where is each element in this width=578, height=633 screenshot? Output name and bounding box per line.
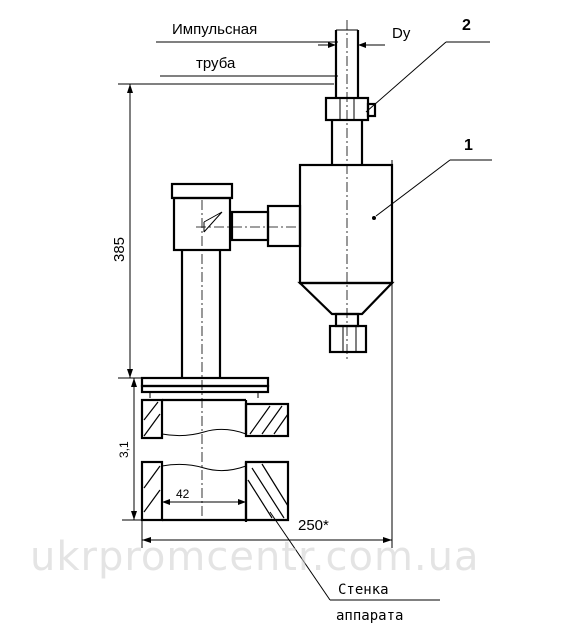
- dy-dimension: Dy: [318, 25, 411, 48]
- neck: [330, 120, 364, 165]
- dim-250: 250*: [141, 160, 393, 548]
- wall-section-upper: [140, 398, 290, 440]
- vertical-stem: [180, 250, 222, 378]
- horizontal-branch: [230, 204, 302, 248]
- dim-385: 385: [111, 83, 334, 379]
- wall-label-bottom: аппарата: [336, 608, 403, 624]
- dim-42-label: 42: [176, 487, 190, 501]
- wall-label: Стенка аппарата: [269, 511, 440, 624]
- watermark: ukrpromcentr.com.ua: [30, 534, 480, 580]
- vessel-body: [297, 163, 395, 354]
- impulse-line-label: Импульсная труба: [156, 21, 338, 77]
- dim-3-1-label: 3,1: [117, 441, 131, 458]
- callout-2: 2: [365, 17, 490, 113]
- wall-section-lower: [140, 460, 290, 522]
- dim-3-1: 3,1: [117, 378, 142, 521]
- flange: [140, 376, 270, 398]
- hex-nut: [324, 96, 377, 122]
- dim-250-label: 250*: [298, 517, 329, 534]
- callout-1: 1: [372, 137, 492, 220]
- dy-label: Dy: [392, 25, 411, 42]
- impulse-label-top: Импульсная: [172, 21, 257, 38]
- callout-1-label: 1: [464, 137, 473, 154]
- callout-2-label: 2: [462, 17, 471, 34]
- tee-fitting: [170, 182, 234, 252]
- dim-385-label: 385: [111, 237, 128, 262]
- impulse-label-bottom: труба: [196, 55, 236, 72]
- dim-42: 42: [162, 487, 246, 505]
- wall-label-top: Стенка: [338, 582, 389, 598]
